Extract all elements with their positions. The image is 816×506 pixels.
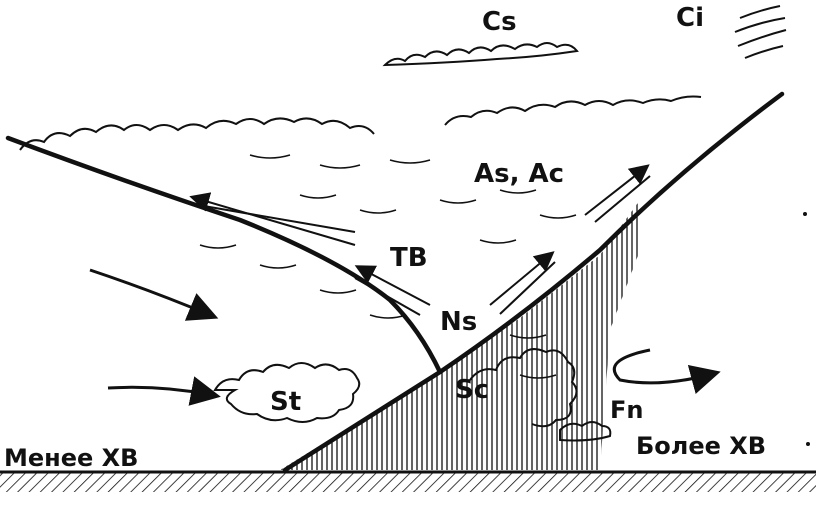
fn-cloud [559,421,612,442]
label-st: St [270,387,301,417]
label-ci: Ci [676,3,704,33]
upglide-arrows [189,164,651,316]
warm-front-surface [5,135,443,375]
cs-cloud [382,42,579,67]
cold-front-surface [282,91,785,473]
ci-streaks [734,5,787,59]
as-ac-cloud-upper-right [444,95,702,126]
label-sc: Sc [455,375,489,405]
cloud-texture [199,154,577,379]
label-fn: Fn [610,396,643,424]
label-as-ac: As, Ac [474,159,564,189]
as-ac-cloud-deck [19,117,375,151]
sc-cloud [469,348,578,428]
wind-arrows [89,268,721,406]
precipitation-hatching [280,200,640,470]
st-cloud [213,362,361,423]
label-cs: Cs [482,7,517,37]
label-right-air: Более ХВ [636,432,766,460]
label-tv: ТВ [390,243,428,273]
ground-hatching [0,472,816,492]
speck [806,442,810,446]
label-ns: Ns [440,307,477,337]
label-left-air: Менее ХВ [4,444,138,472]
speck [803,212,807,216]
